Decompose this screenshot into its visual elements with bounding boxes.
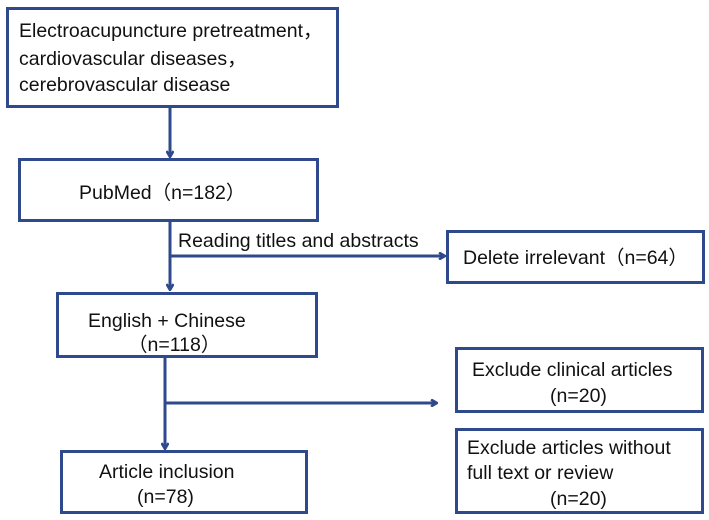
language-filter-count: （n=118） [128, 334, 221, 356]
exclude-clinical-label: Exclude clinical articles [472, 359, 673, 381]
article-inclusion-label: Article inclusion [99, 461, 235, 483]
language-filter-box: English + Chinese （n=118） [56, 292, 318, 358]
search-terms-line: cardiovascular diseases， [19, 48, 247, 70]
search-terms-box: Electroacupuncture pretreatment， cardiov… [6, 7, 339, 108]
exclude-clinical-box: Exclude clinical articles (n=20) [455, 347, 704, 413]
exclude-no-fulltext-label: full text or review [467, 462, 614, 484]
search-terms-line: Electroacupuncture pretreatment， [19, 20, 323, 42]
delete-irrelevant-count: Delete irrelevant（n=64） [463, 247, 688, 269]
screening-step-label: Reading titles and abstracts [178, 230, 419, 252]
delete-irrelevant-box: Delete irrelevant（n=64） [446, 230, 705, 284]
exclude-no-fulltext-count: (n=20) [550, 488, 607, 510]
language-filter-label: English + Chinese [88, 310, 246, 332]
exclude-clinical-count: (n=20) [550, 385, 607, 407]
pubmed-count: PubMed（n=182） [79, 182, 246, 204]
search-terms-line: cerebrovascular disease [19, 74, 231, 96]
pubmed-box: PubMed（n=182） [18, 158, 319, 222]
exclude-no-fulltext-label: Exclude articles without [467, 437, 671, 459]
exclude-no-fulltext-box: Exclude articles without full text or re… [455, 428, 704, 514]
article-inclusion-count: (n=78) [137, 486, 194, 508]
article-inclusion-box: Article inclusion (n=78) [60, 450, 308, 514]
